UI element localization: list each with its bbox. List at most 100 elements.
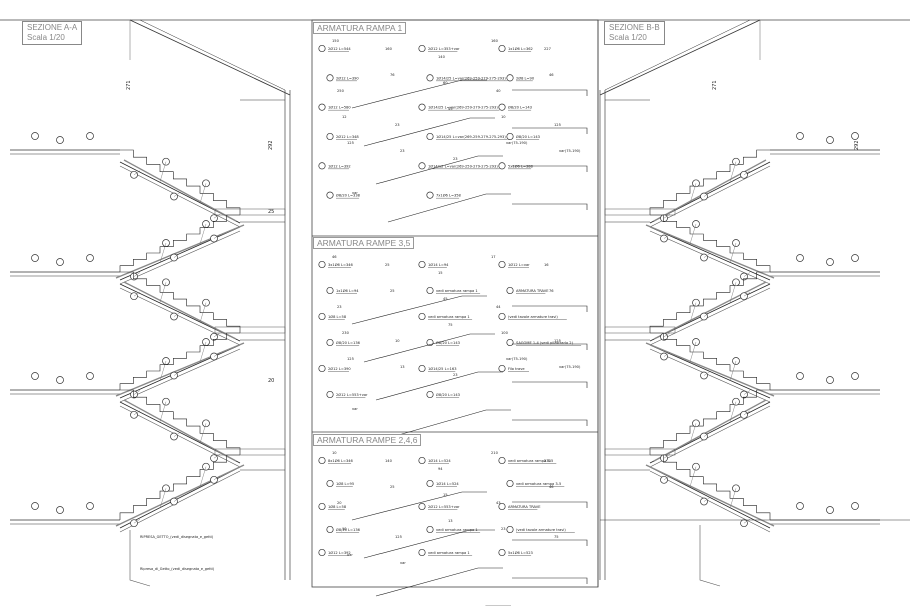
leader-line bbox=[689, 341, 697, 363]
dim-label: 94 bbox=[438, 467, 443, 471]
rebar-label: Ø8/20 L=143 bbox=[516, 134, 540, 139]
rebar-label: Ø8/20 L=136 bbox=[336, 340, 361, 345]
dim-label: 227 bbox=[544, 47, 551, 51]
leader-line bbox=[689, 223, 697, 245]
leader-line bbox=[199, 466, 207, 487]
rebar-shape bbox=[512, 165, 588, 172]
dim-label: 250 bbox=[337, 89, 345, 93]
leader-line bbox=[199, 341, 207, 363]
rebar-marker bbox=[56, 258, 64, 266]
rebar-marker bbox=[826, 258, 834, 266]
section-a-flight-rebar bbox=[119, 230, 241, 285]
leader-line bbox=[703, 371, 711, 376]
dim-label: 23 bbox=[395, 123, 400, 127]
leader-line bbox=[133, 519, 141, 524]
section-a-flight-rebar-band bbox=[123, 281, 237, 340]
dim-label: 20 bbox=[337, 501, 342, 505]
rebar-shape bbox=[363, 117, 495, 147]
rebar-label: 2Ø12 L=390 bbox=[336, 75, 359, 80]
leader-line bbox=[663, 234, 671, 239]
rebar-label: Ø8/20 L=143 bbox=[436, 392, 460, 397]
leader-line bbox=[689, 183, 697, 204]
rebar-marker bbox=[86, 502, 94, 510]
section-a-flight-rebar-band bbox=[115, 342, 245, 397]
section-a-flight-rebar bbox=[119, 470, 241, 533]
rebar-marker bbox=[318, 312, 326, 321]
leader-line bbox=[213, 332, 221, 337]
section-a-landing-beam bbox=[214, 208, 286, 216]
section-a-landing-beam bbox=[214, 326, 286, 334]
dim-label: 271 bbox=[126, 80, 132, 90]
section-b-header: SEZIONE B-B Scala 1/20 bbox=[604, 21, 665, 45]
leader-line bbox=[729, 401, 737, 422]
rebar-marker bbox=[318, 260, 326, 269]
rebar-label: (vedi tavole armature travi) bbox=[508, 315, 558, 319]
rebar-marker bbox=[826, 506, 834, 514]
section-a-flight-steps bbox=[119, 214, 240, 272]
section-a-landing-beam bbox=[214, 448, 286, 456]
dim-label: 43 bbox=[448, 107, 453, 111]
leader-line bbox=[743, 170, 751, 175]
rebar-label: 1Ø12 L=392 bbox=[328, 163, 351, 168]
rebar-label: Ø8/20 L=338 bbox=[336, 193, 361, 198]
panel-rampe246-title: ARMATURA RAMPE 2,4,6 bbox=[313, 434, 422, 446]
section-a-flight-steps bbox=[120, 389, 241, 455]
rebar-shape bbox=[363, 333, 495, 363]
dim-label: 150 bbox=[332, 39, 340, 43]
rebar-marker bbox=[418, 44, 426, 53]
rebar-marker bbox=[326, 132, 334, 141]
rebar-label: 2Ø12 L=544 bbox=[328, 46, 351, 51]
dim-label: 45 bbox=[443, 297, 448, 301]
rebar-shape bbox=[387, 193, 511, 223]
rebar-label: vedi armatura rampa 1 bbox=[428, 315, 470, 319]
dim-label: 16 bbox=[544, 263, 549, 267]
rebar-label: 1Ø14 L=524 bbox=[436, 481, 459, 486]
section-a-flight-rebar-band bbox=[123, 399, 237, 462]
dim-label: 25 bbox=[268, 209, 274, 215]
dim-label: var bbox=[352, 407, 358, 411]
dim-label: 23 bbox=[453, 157, 458, 161]
rebar-label: 1Ø8 L=58 bbox=[328, 314, 347, 319]
leader-line bbox=[689, 466, 697, 487]
section-a-flight-rebar bbox=[119, 348, 241, 403]
rebar-marker bbox=[426, 286, 434, 295]
leader-line bbox=[159, 488, 167, 509]
rebar-marker bbox=[796, 372, 804, 380]
column-base bbox=[699, 525, 721, 587]
leader-line bbox=[133, 272, 141, 277]
rebar-shape bbox=[512, 305, 588, 312]
panel-rampe35-title: ARMATURA RAMPE 3,5 bbox=[313, 237, 415, 249]
rebar-label: vedi armatura rampa 3-5 bbox=[516, 482, 561, 486]
section-a-flight-steps bbox=[120, 271, 241, 333]
section-b-flight-rebar-band bbox=[653, 159, 767, 222]
rebar-label: 1Ø12 L=580 bbox=[328, 105, 351, 110]
rebar-marker bbox=[498, 456, 506, 465]
rebar-shape bbox=[351, 295, 487, 325]
section-b-flight-rebar bbox=[649, 165, 771, 228]
rebar-marker bbox=[326, 338, 334, 347]
rebar-shape bbox=[512, 419, 588, 426]
dim-label: 125 bbox=[554, 123, 561, 127]
rebar-label: vedi armatura rampa 3-5 bbox=[508, 459, 553, 463]
rebar-marker bbox=[326, 525, 334, 534]
rebar-marker bbox=[418, 548, 426, 557]
dim-label: 23 bbox=[337, 305, 342, 309]
leader-line bbox=[703, 253, 711, 258]
dim-label: 23 bbox=[501, 527, 506, 531]
leader-line bbox=[159, 161, 167, 182]
dim-label: 60 bbox=[443, 81, 448, 85]
leader-line bbox=[173, 497, 181, 502]
rebar-marker bbox=[318, 456, 326, 465]
leader-line bbox=[689, 302, 697, 323]
section-a-flight-rebar bbox=[119, 165, 241, 228]
dim-label: 292 bbox=[854, 140, 860, 150]
rebar-marker bbox=[851, 254, 859, 262]
leader-line bbox=[213, 234, 221, 239]
leader-line bbox=[703, 432, 711, 437]
leader-line bbox=[159, 360, 167, 382]
rebar-label: 1Ø8 L=58 bbox=[328, 504, 347, 509]
rebar-marker bbox=[31, 372, 39, 380]
leader-line bbox=[743, 410, 751, 415]
rebar-marker bbox=[318, 103, 326, 111]
